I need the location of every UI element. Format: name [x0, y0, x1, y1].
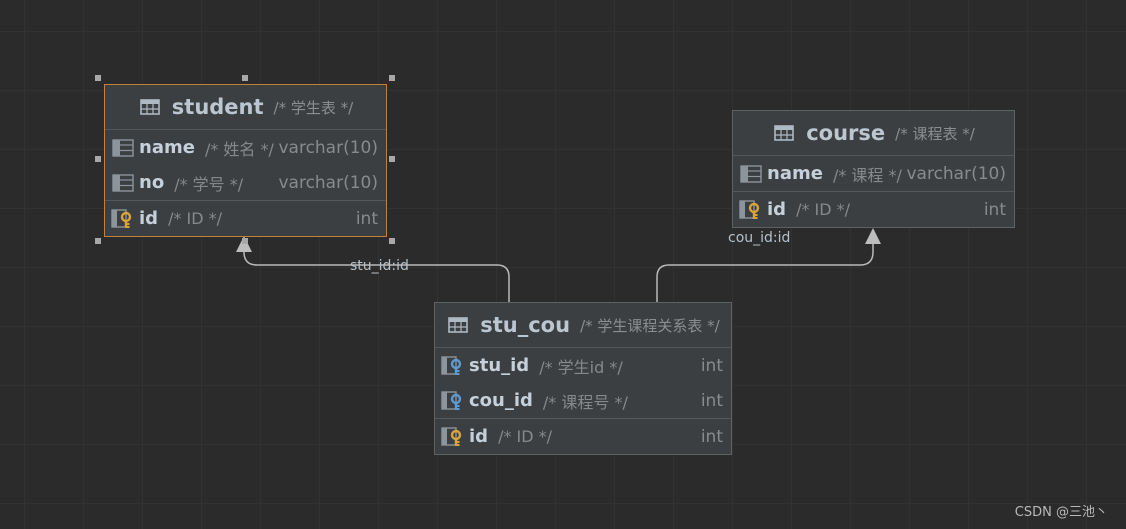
- column-type: int: [983, 199, 1006, 220]
- stu-cou-table[interactable]: stu_cou /* 学生课程关系表 */ stu_id /* 学生id */ …: [434, 302, 732, 455]
- column-type: int: [700, 390, 723, 411]
- column-comment: /* 课程号 */: [542, 392, 628, 412]
- table-comment: /* 学生课程关系表 */: [580, 316, 720, 335]
- column-name: no: [139, 172, 165, 193]
- column-icon: [739, 163, 763, 185]
- arrow-head-student: [236, 236, 252, 252]
- relation-line-stu-id[interactable]: [243, 250, 510, 302]
- resize-handle-bottom-right[interactable]: [389, 238, 395, 244]
- table-comment: /* 学生表 */: [273, 98, 354, 117]
- relation-line-cou-id[interactable]: [656, 244, 874, 302]
- table-icon: [446, 314, 470, 336]
- column-type: varchar(10): [906, 163, 1006, 184]
- resize-handle-top[interactable]: [242, 75, 248, 81]
- column-comment: /* ID */: [168, 209, 223, 228]
- column-row-stu-id[interactable]: stu_id /* 学生id */ int: [435, 348, 731, 383]
- column-type: int: [700, 355, 723, 376]
- column-name: stu_id: [469, 355, 530, 376]
- column-name: name: [767, 163, 823, 184]
- column-comment: /* ID */: [796, 200, 851, 219]
- column-row-cou-id[interactable]: cou_id /* 课程号 */ int: [435, 383, 731, 418]
- column-row-name[interactable]: name /* 姓名 */ varchar(10): [105, 130, 386, 165]
- column-name: id: [139, 208, 159, 229]
- primary-key-icon: [111, 208, 135, 230]
- course-table[interactable]: course /* 课程表 */ name /* 课程 */ varchar(1…: [732, 110, 1015, 228]
- column-name: name: [139, 137, 195, 158]
- column-row-name[interactable]: name /* 课程 */ varchar(10): [733, 156, 1014, 191]
- column-row-id[interactable]: id /* ID */ int: [105, 200, 386, 236]
- column-row-no[interactable]: no /* 学号 */ varchar(10): [105, 165, 386, 200]
- table-name: stu_cou: [480, 313, 571, 337]
- resize-handle-bottom[interactable]: [242, 238, 248, 244]
- student-table[interactable]: student /* 学生表 */ name /* 姓名 */ varchar(…: [104, 84, 387, 237]
- watermark: CSDN @三池丶: [1014, 505, 1108, 520]
- column-type: varchar(10): [278, 172, 378, 193]
- column-comment: /* 学号 */: [174, 174, 244, 194]
- arrow-head-course: [865, 228, 881, 244]
- course-table-header[interactable]: course /* 课程表 */: [733, 111, 1014, 156]
- table-name: course: [806, 121, 886, 145]
- resize-handle-right[interactable]: [389, 156, 395, 162]
- column-icon: [111, 172, 135, 194]
- resize-handle-bottom-left[interactable]: [95, 238, 101, 244]
- resize-handle-left[interactable]: [95, 156, 101, 162]
- relation-label-cou-id[interactable]: cou_id:id: [728, 230, 791, 246]
- column-comment: /* 学生id */: [539, 357, 623, 377]
- column-row-id[interactable]: id /* ID */ int: [435, 418, 731, 454]
- relation-label-stu-id[interactable]: stu_id:id: [350, 258, 409, 274]
- foreign-key-icon: [441, 355, 465, 377]
- foreign-key-icon: [441, 390, 465, 412]
- primary-key-icon: [739, 199, 763, 221]
- table-icon: [138, 96, 162, 118]
- table-comment: /* 课程表 */: [895, 124, 975, 143]
- column-row-id[interactable]: id /* ID */ int: [733, 191, 1014, 227]
- column-comment: /* 课程 */: [832, 165, 902, 185]
- stu-cou-table-header[interactable]: stu_cou /* 学生课程关系表 */: [435, 303, 731, 348]
- column-type: int: [355, 208, 378, 229]
- column-type: int: [700, 426, 723, 447]
- column-comment: /* ID */: [498, 427, 553, 446]
- column-name: cou_id: [469, 390, 533, 411]
- column-icon: [111, 137, 135, 159]
- table-name: student: [171, 95, 264, 119]
- column-type: varchar(10): [278, 137, 378, 158]
- column-comment: /* 姓名 */: [204, 139, 274, 159]
- primary-key-icon: [441, 426, 465, 448]
- student-table-header[interactable]: student /* 学生表 */: [105, 85, 386, 130]
- resize-handle-top-right[interactable]: [389, 75, 395, 81]
- table-icon: [772, 122, 796, 144]
- column-name: id: [469, 426, 489, 447]
- column-name: id: [767, 199, 787, 220]
- resize-handle-top-left[interactable]: [95, 75, 101, 81]
